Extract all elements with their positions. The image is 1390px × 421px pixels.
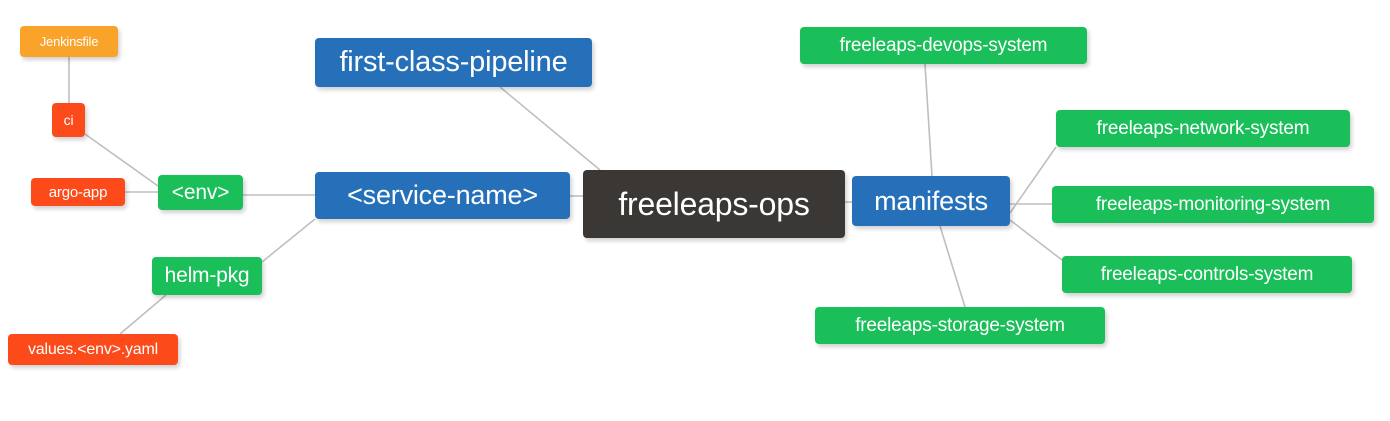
node-label-controls-system: freeleaps-controls-system: [1100, 263, 1314, 285]
node-label-service-name: <service-name>: [347, 180, 538, 210]
node-argo-app[interactable]: argo-app: [31, 178, 125, 206]
node-ci[interactable]: ci: [52, 103, 85, 137]
node-label-freeleaps-ops: freeleaps-ops: [618, 185, 810, 222]
node-manifests[interactable]: manifests: [852, 176, 1010, 226]
node-helm-pkg[interactable]: helm-pkg: [152, 257, 262, 295]
node-values-yaml[interactable]: values.<env>.yaml: [8, 334, 178, 365]
node-service-name[interactable]: <service-name>: [315, 172, 570, 219]
node-controls-system[interactable]: freeleaps-controls-system: [1062, 256, 1352, 293]
node-label-storage-system: freeleaps-storage-system: [855, 314, 1065, 336]
node-label-manifests: manifests: [874, 185, 988, 216]
edge-manifests-to-network-system: [1009, 146, 1057, 214]
node-label-ci: ci: [63, 112, 74, 128]
edge-manifests-to-controls-system: [1009, 219, 1063, 261]
edge-manifests-to-storage-system: [939, 225, 966, 308]
node-freeleaps-ops[interactable]: freeleaps-ops: [583, 170, 845, 238]
edge-helm-pkg-to-values-yaml: [119, 294, 167, 335]
node-devops-system[interactable]: freeleaps-devops-system: [800, 27, 1087, 64]
edge-first-class-pipeline-to-freeleaps-ops: [499, 86, 601, 171]
node-jenkinsfile[interactable]: Jenkinsfile: [20, 26, 118, 57]
edge-ci-to-env: [84, 133, 159, 187]
node-label-network-system: freeleaps-network-system: [1096, 117, 1310, 139]
node-monitoring-system[interactable]: freeleaps-monitoring-system: [1052, 186, 1374, 223]
edge-manifests-to-devops-system: [924, 63, 933, 177]
node-network-system[interactable]: freeleaps-network-system: [1056, 110, 1350, 147]
node-label-jenkinsfile: Jenkinsfile: [39, 34, 99, 49]
node-first-class-pipeline[interactable]: first-class-pipeline: [315, 38, 592, 87]
node-env[interactable]: <env>: [158, 175, 243, 210]
node-label-values-yaml: values.<env>.yaml: [27, 340, 158, 358]
node-label-argo-app: argo-app: [48, 183, 108, 201]
node-label-first-class-pipeline: first-class-pipeline: [339, 46, 568, 78]
node-storage-system[interactable]: freeleaps-storage-system: [815, 307, 1105, 344]
node-label-monitoring-system: freeleaps-monitoring-system: [1095, 193, 1331, 215]
node-label-helm-pkg: helm-pkg: [164, 264, 250, 287]
node-label-devops-system: freeleaps-devops-system: [839, 34, 1048, 56]
edge-service-name-to-helm-pkg: [261, 218, 316, 263]
node-label-env: <env>: [171, 180, 230, 204]
